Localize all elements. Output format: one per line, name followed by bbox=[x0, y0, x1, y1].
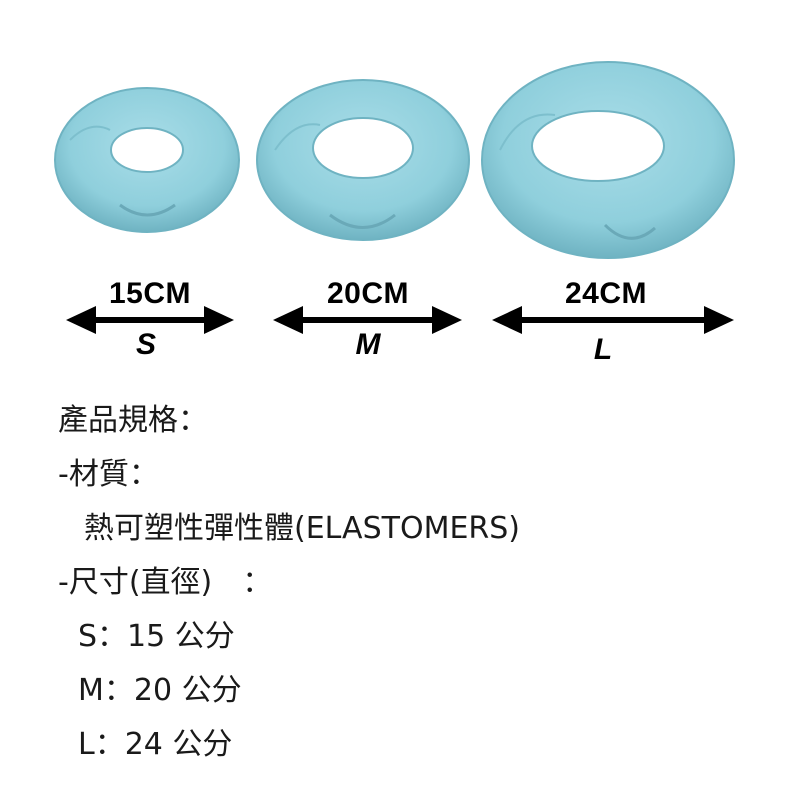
spec-material-label: -材質： bbox=[58, 457, 159, 492]
ring-medium bbox=[256, 79, 470, 241]
size-letter-small: S bbox=[135, 328, 156, 361]
spec-heading: 產品規格： bbox=[58, 403, 208, 438]
size-dimension-medium: 20CM bbox=[326, 277, 410, 310]
ring-small bbox=[54, 87, 240, 233]
arrow-large bbox=[492, 306, 734, 334]
size-letter-large: L bbox=[593, 333, 613, 366]
spec-size-row-m: M：20 公分 bbox=[78, 673, 242, 708]
cushion-rings-illustration bbox=[54, 61, 735, 334]
size-dimension-large: 24CM bbox=[564, 277, 648, 310]
spec-size-label: -尺寸(直徑) ： bbox=[58, 565, 273, 600]
size-dimension-small: 15CM bbox=[108, 277, 192, 310]
arrow-medium bbox=[273, 306, 462, 334]
spec-size-row-s: S：15 公分 bbox=[78, 619, 235, 654]
product-spec: 產品規格： -材質： 熱可塑性彈性體(ELASTOMERS) -尺寸(直徑) ：… bbox=[58, 394, 520, 772]
size-letter-medium: M bbox=[355, 328, 381, 361]
spec-size-row-l: L：24 公分 bbox=[78, 727, 233, 762]
product-image-area: 15CM S 20CM M 24CM L bbox=[0, 0, 792, 380]
ring-large bbox=[481, 61, 735, 259]
arrow-small bbox=[66, 306, 234, 334]
spec-material-value: 熱可塑性彈性體(ELASTOMERS) bbox=[84, 511, 520, 546]
